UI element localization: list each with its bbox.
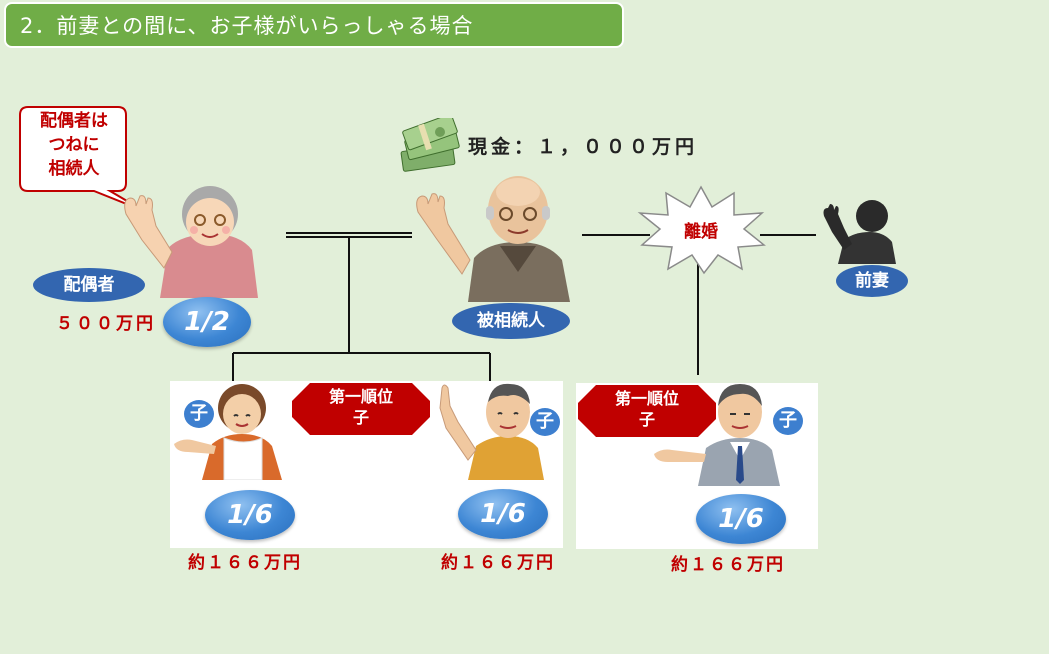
ex-wife-label: 前妻 [836, 265, 908, 297]
divorce-burst-icon [637, 185, 766, 275]
child-1-amount: 約１６６万円 [188, 553, 302, 573]
rank-badge-a-line-2: 子 [352, 408, 369, 427]
page-title: 2．前妻との間に、お子様がいらっしゃる場合 [4, 2, 624, 48]
child-2-share: 1/6 [458, 489, 548, 539]
child-3-figure-icon [654, 384, 780, 486]
rank-badge-b-shape [578, 385, 716, 437]
child-1-figure-icon [174, 384, 282, 480]
child-3-chip: 子 [773, 407, 803, 435]
child-2-chip: 子 [530, 408, 560, 436]
rank-badge-a-line-1: 第一順位 [328, 387, 393, 406]
spouse-label: 配偶者 [33, 268, 145, 302]
callout-line-2: つねに [48, 135, 100, 155]
spouse-share: 1/2 [163, 297, 251, 347]
rank-badge-b-line-1: 第一順位 [614, 389, 679, 408]
deceased-label: 被相続人 [452, 303, 570, 339]
callout-line-3: 相続人 [48, 159, 100, 179]
spouse-figure-icon [124, 186, 258, 298]
callout-line-1: 配偶者は [40, 111, 108, 131]
deceased-figure-icon [416, 176, 570, 302]
callout-text: 配偶者は つねに 相続人 [20, 109, 128, 181]
child-2-figure-icon [439, 383, 544, 480]
rank-badge-a-shape [292, 383, 430, 435]
cash-amount: 現金：１，０００万円 [468, 136, 699, 158]
child-3-share: 1/6 [696, 494, 786, 544]
spouse-amount: ５００万円 [56, 314, 156, 334]
child-1-chip: 子 [184, 400, 214, 428]
ex-wife-figure-icon [823, 200, 896, 264]
rank-badge-b-line-2: 子 [638, 410, 655, 429]
divorce-label: 離婚 [684, 222, 718, 242]
child-3-amount: 約１６６万円 [671, 555, 785, 575]
rank-badge-a-text: 第一順位 子 [290, 386, 432, 428]
child-2-amount: 約１６６万円 [441, 553, 555, 573]
cash-icon [400, 118, 460, 172]
child-1-share: 1/6 [205, 490, 295, 540]
rank-badge-b-text: 第一順位 子 [576, 388, 718, 430]
